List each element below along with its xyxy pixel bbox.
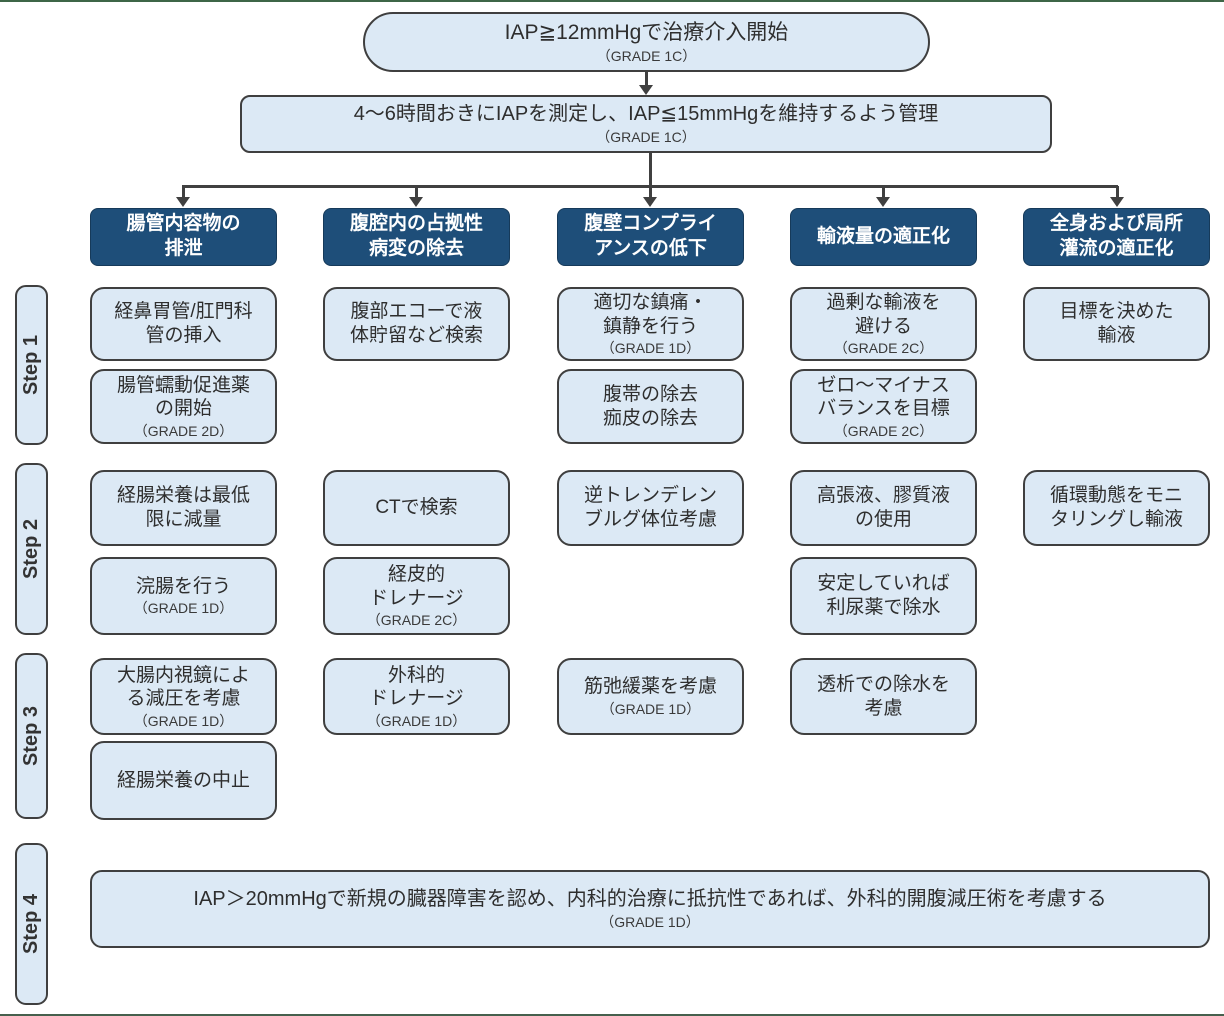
- node-text: 高張液、膠質液 の使用: [816, 485, 950, 530]
- connector-start-to-monitor: [645, 72, 648, 86]
- stub-col2: [415, 186, 418, 198]
- node-hemodynamic-monitoring-fluid: 循環動態をモニ タリングし輸液: [1023, 470, 1210, 546]
- node-surgical-decompression: IAP＞20mmHgで新規の臓器障害を認め、内科的治療に抵抗性であれば、外科的開…: [90, 870, 1210, 948]
- column-header-fluid-optimization: 輸液量の適正化: [790, 208, 977, 266]
- node-monitor-text: 4〜6時間おきにIAPを測定し、IAP≦15mmHgを維持するよう管理: [353, 103, 939, 126]
- column-header-perfusion-optimization: 全身および局所 灌流の適正化: [1023, 208, 1210, 266]
- node-ct-search: CTで検索: [323, 470, 510, 546]
- node-text: 経腸栄養は最低 限に減量: [116, 485, 250, 530]
- node-start: IAP≧12mmHgで治療介入開始 （GRADE 1C）: [363, 12, 930, 72]
- frame-top-edge: [0, 0, 1224, 2]
- node-text: ゼロ〜マイナス バランスを目標: [817, 374, 950, 420]
- node-monitor: 4〜6時間おきにIAPを測定し、IAP≦15mmHgを維持するよう管理 （GRA…: [240, 95, 1052, 153]
- node-text: 筋弛緩薬を考慮: [583, 676, 717, 698]
- node-text: 外科的 ドレナージ: [369, 664, 464, 710]
- node-grade: （GRADE 2C）: [833, 340, 934, 357]
- node-muscle-relaxant: 筋弛緩薬を考慮 （GRADE 1D）: [557, 658, 744, 735]
- node-text: 過剰な輸液を 避ける: [826, 292, 941, 337]
- column-header-wall-compliance: 腹壁コンプライ アンスの低下: [557, 208, 744, 266]
- step-label-4: Step 4: [15, 843, 48, 1005]
- node-grade: （GRADE 1D）: [600, 700, 701, 717]
- node-monitor-grade: （GRADE 1C）: [596, 129, 696, 145]
- node-text: 目標を決めた 輸液: [1059, 301, 1174, 346]
- node-text: 腸管蠕動促進薬 の開始: [116, 374, 250, 420]
- node-start-grade: （GRADE 1C）: [596, 47, 697, 64]
- node-grade: （GRADE 2C）: [833, 422, 934, 439]
- node-text: IAP＞20mmHgで新規の臓器障害を認め、内科的治療に抵抗性であれば、外科的開…: [193, 888, 1107, 911]
- step-label-2-text: Step 2: [20, 518, 42, 580]
- node-avoid-excess-fluid: 過剰な輸液を 避ける （GRADE 2C）: [790, 287, 977, 361]
- frame-bottom-edge: [0, 1014, 1224, 1016]
- node-abdominal-echo: 腹部エコーで液 体貯留など検索: [323, 287, 510, 361]
- node-text: 腹帯の除去 痂皮の除去: [602, 383, 698, 429]
- node-percutaneous-drainage: 経皮的 ドレナージ （GRADE 2C）: [323, 557, 510, 635]
- node-grade: （GRADE 1D）: [600, 914, 700, 930]
- node-remove-binder-eschar: 腹帯の除去 痂皮の除去: [557, 369, 744, 444]
- node-text: 腹部エコーで液 体貯留など検索: [349, 301, 483, 346]
- node-start-text: IAP≧12mmHgで治療介入開始: [504, 20, 789, 44]
- node-text: 経腸栄養の中止: [116, 769, 250, 791]
- node-goal-directed-fluid: 目標を決めた 輸液: [1023, 287, 1210, 361]
- arrowhead-col3: [643, 197, 657, 207]
- node-minimize-enteral-nutrition: 経腸栄養は最低 限に減量: [90, 470, 277, 546]
- arrowhead-col2: [409, 197, 423, 207]
- node-grade: （GRADE 2C）: [366, 612, 467, 629]
- connector-distributor: [182, 185, 1118, 188]
- node-grade: （GRADE 1D）: [133, 600, 234, 617]
- step-label-4-text: Step 4: [20, 893, 42, 955]
- step-label-3-text: Step 3: [20, 705, 42, 767]
- column-header-lesion-removal: 腹腔内の占拠性 病変の除去: [323, 208, 510, 266]
- step-label-1: Step 1: [15, 285, 48, 445]
- node-text: 浣腸を行う: [135, 575, 231, 597]
- step-label-2: Step 2: [15, 463, 48, 635]
- arrowhead-col1: [176, 197, 190, 207]
- node-surgical-drainage: 外科的 ドレナージ （GRADE 1D）: [323, 658, 510, 735]
- node-text: 循環動態をモニ タリングし輸液: [1049, 485, 1183, 530]
- node-dialysis-fluid-removal: 透析での除水を 考慮: [790, 658, 977, 735]
- node-stop-enteral-nutrition: 経腸栄養の中止: [90, 741, 277, 820]
- arrowhead-col4: [876, 197, 890, 207]
- node-hypertonic-colloid: 高張液、膠質液 の使用: [790, 470, 977, 546]
- node-nasogastric-rectal-tube: 経鼻胃管/肛門科 管の挿入: [90, 287, 277, 361]
- node-grade: （GRADE 2D）: [133, 422, 234, 439]
- node-text: 逆トレンデレン ブルグ体位考慮: [583, 485, 717, 530]
- node-grade: （GRADE 1D）: [133, 712, 234, 729]
- node-text: 大腸内視鏡によ る減圧を考慮: [116, 664, 250, 710]
- node-grade: （GRADE 1D）: [600, 340, 701, 357]
- node-prokinetic-agents: 腸管蠕動促進薬 の開始 （GRADE 2D）: [90, 369, 277, 444]
- node-text: 経皮的 ドレナージ: [369, 564, 464, 609]
- stub-col1: [182, 186, 185, 198]
- node-text: 安定していれば 利尿薬で除水: [817, 573, 950, 618]
- node-reverse-trendelenburg: 逆トレンデレン ブルグ体位考慮: [557, 470, 744, 546]
- stub-col4: [882, 186, 885, 198]
- node-text: CTで検索: [375, 497, 458, 519]
- stub-col5: [1116, 186, 1119, 198]
- node-diuretics-if-stable: 安定していれば 利尿薬で除水: [790, 557, 977, 635]
- node-text: 透析での除水を 考慮: [816, 673, 950, 719]
- node-text: 経鼻胃管/肛門科 管の挿入: [114, 301, 253, 346]
- step-label-1-text: Step 1: [20, 334, 42, 396]
- node-colonoscopic-decompression: 大腸内視鏡によ る減圧を考慮 （GRADE 1D）: [90, 658, 277, 735]
- node-zero-negative-balance: ゼロ〜マイナス バランスを目標 （GRADE 2C）: [790, 369, 977, 444]
- step-label-3: Step 3: [15, 653, 48, 819]
- arrowhead-col5: [1110, 197, 1124, 207]
- column-header-bowel-evacuation: 腸管内容物の 排泄: [90, 208, 277, 266]
- connector-monitor-stem: [649, 152, 652, 198]
- node-text: 適切な鎮痛・ 鎮静を行う: [593, 292, 708, 337]
- arrowhead-monitor: [639, 85, 653, 95]
- node-analgesia-sedation: 適切な鎮痛・ 鎮静を行う （GRADE 1D）: [557, 287, 744, 361]
- node-grade: （GRADE 1D）: [366, 712, 467, 729]
- node-enema: 浣腸を行う （GRADE 1D）: [90, 557, 277, 635]
